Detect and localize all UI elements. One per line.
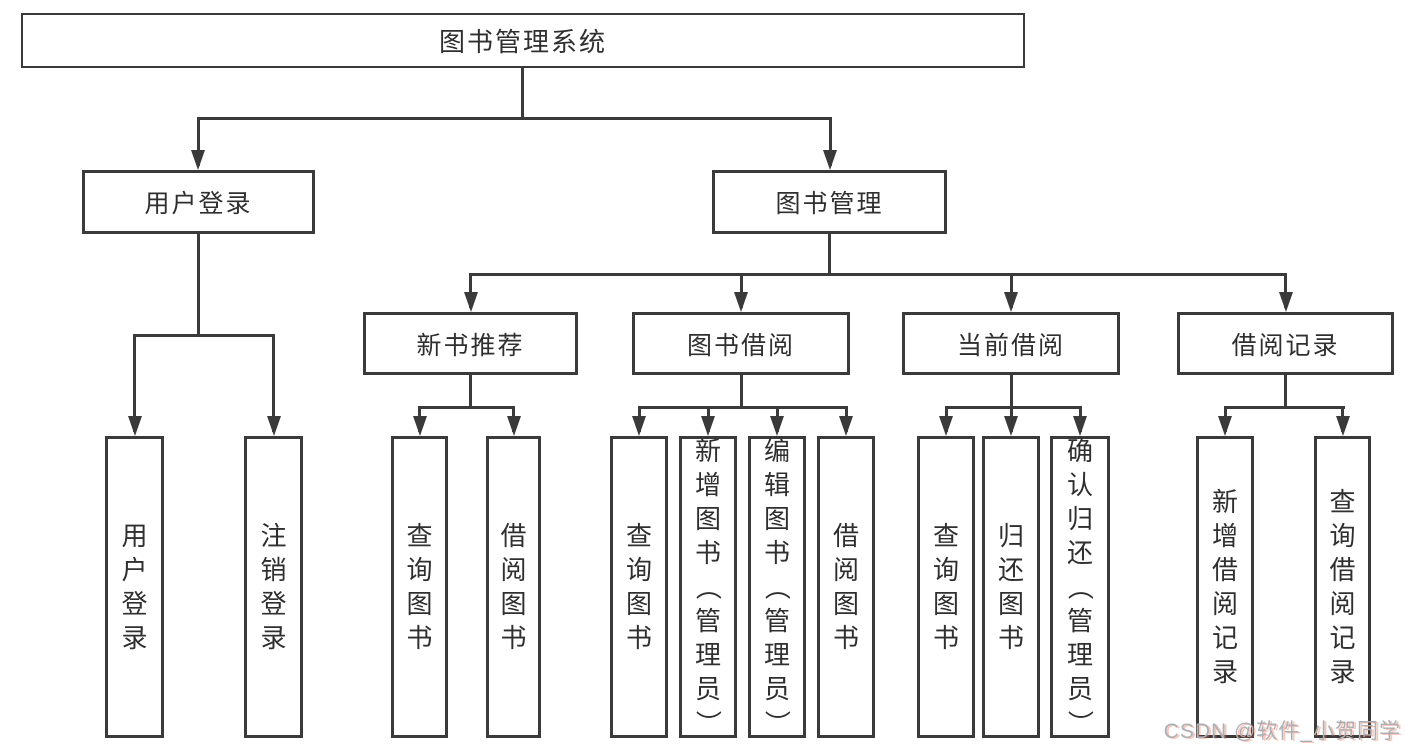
node-label: 注销登录 — [260, 521, 287, 653]
tree-node-book-borrowing: 图书借阅 — [632, 312, 850, 375]
node-label: 图书管理系统 — [438, 27, 607, 57]
arrowhead-icon — [1004, 416, 1018, 436]
arrowhead-icon — [412, 416, 427, 436]
arrowhead-icon — [266, 416, 281, 436]
tree-node-new-book-recommend: 新书推荐 — [363, 312, 578, 375]
connector-line — [828, 118, 832, 166]
node-label: 用户登录 — [121, 521, 148, 653]
arrowhead-icon — [1218, 416, 1232, 436]
node-label: 用户登录 — [144, 190, 253, 218]
node-label: 图书管理 — [775, 190, 884, 218]
arrowhead-icon — [632, 416, 646, 436]
leaf-logout: 注销登录 — [244, 436, 303, 738]
arrowhead-icon — [463, 292, 478, 312]
node-label: 查询借阅记录 — [1329, 487, 1356, 687]
connector-line — [197, 234, 200, 337]
leaf-edit-book-admin: 编辑图书（管理员） — [748, 436, 806, 738]
node-label: 确认归还（管理员） — [1064, 436, 1095, 737]
tree-node-book-management: 图书管理 — [712, 170, 947, 234]
arrowhead-icon — [1278, 292, 1293, 312]
arrowhead-icon — [1073, 416, 1087, 436]
arrowhead-icon — [734, 292, 748, 312]
arrowhead-icon — [701, 416, 715, 436]
arrowhead-icon — [1335, 416, 1350, 436]
leaf-query-books-1: 查询图书 — [391, 436, 448, 738]
connector-line — [469, 275, 472, 308]
connector-line — [739, 275, 743, 308]
node-label: 借阅图书 — [832, 521, 859, 653]
connector-line — [520, 68, 524, 120]
connector-line — [944, 406, 1082, 409]
leaf-query-books-2: 查询图书 — [610, 436, 668, 738]
connector-line — [1009, 275, 1013, 308]
arrowhead-icon — [506, 416, 521, 436]
connector-line — [418, 406, 515, 409]
tree-node-current-borrowing: 当前借阅 — [902, 312, 1120, 375]
connector-line — [1284, 375, 1287, 408]
leaf-query-books-3: 查询图书 — [917, 436, 975, 738]
connector-line — [1009, 375, 1013, 408]
leaf-borrow-books-1: 借阅图书 — [486, 436, 541, 738]
connector-line — [196, 118, 200, 166]
tree-node-user-login: 用户登录 — [82, 170, 315, 234]
leaf-query-borrow-record: 查询借阅记录 — [1314, 436, 1371, 738]
node-label: 编辑图书（管理员） — [761, 436, 792, 737]
leaf-add-book-admin: 新增图书（管理员） — [679, 436, 737, 738]
node-label: 图书借阅 — [686, 331, 795, 360]
arrowhead-icon — [839, 416, 853, 436]
leaf-user-login: 用户登录 — [105, 436, 164, 738]
connector-line — [1223, 406, 1345, 409]
node-label: 新书推荐 — [416, 331, 525, 360]
arrowhead-icon — [127, 416, 142, 436]
connector-line — [828, 234, 831, 276]
connector-line — [637, 406, 848, 409]
node-label: 当前借阅 — [956, 331, 1065, 360]
connector-line — [469, 375, 472, 408]
connector-line — [272, 336, 275, 432]
arrowhead-icon — [1004, 292, 1018, 312]
leaf-borrow-books-2: 借阅图书 — [817, 436, 875, 738]
node-label: 查询图书 — [406, 521, 433, 653]
leaf-return-book: 归还图书 — [982, 436, 1040, 738]
node-label: 新增图书（管理员） — [692, 436, 723, 737]
leaf-add-borrow-record: 新增借阅记录 — [1196, 436, 1254, 738]
arrowhead-icon — [770, 416, 784, 436]
leaf-confirm-return-admin: 确认归还（管理员） — [1050, 436, 1110, 738]
node-label: 借阅记录 — [1231, 331, 1340, 360]
connector-line — [133, 334, 275, 337]
node-label: 归还图书 — [997, 521, 1024, 653]
connector-line — [133, 336, 136, 432]
connector-line — [739, 375, 743, 408]
watermark: CSDN @软件_小贺同学 — [1163, 720, 1401, 743]
arrowhead-icon — [191, 150, 205, 170]
node-label: 新增借阅记录 — [1211, 487, 1238, 687]
connector-line — [469, 273, 1287, 276]
node-label: 查询图书 — [625, 521, 652, 653]
arrowhead-icon — [823, 150, 837, 170]
connector-line — [196, 117, 832, 120]
node-label: 查询图书 — [932, 521, 959, 653]
tree-node-borrowing-records: 借阅记录 — [1177, 312, 1394, 375]
arrowhead-icon — [939, 416, 953, 436]
connector-line — [1284, 275, 1287, 308]
node-label: 借阅图书 — [500, 521, 527, 653]
tree-node-root: 图书管理系统 — [21, 13, 1025, 68]
